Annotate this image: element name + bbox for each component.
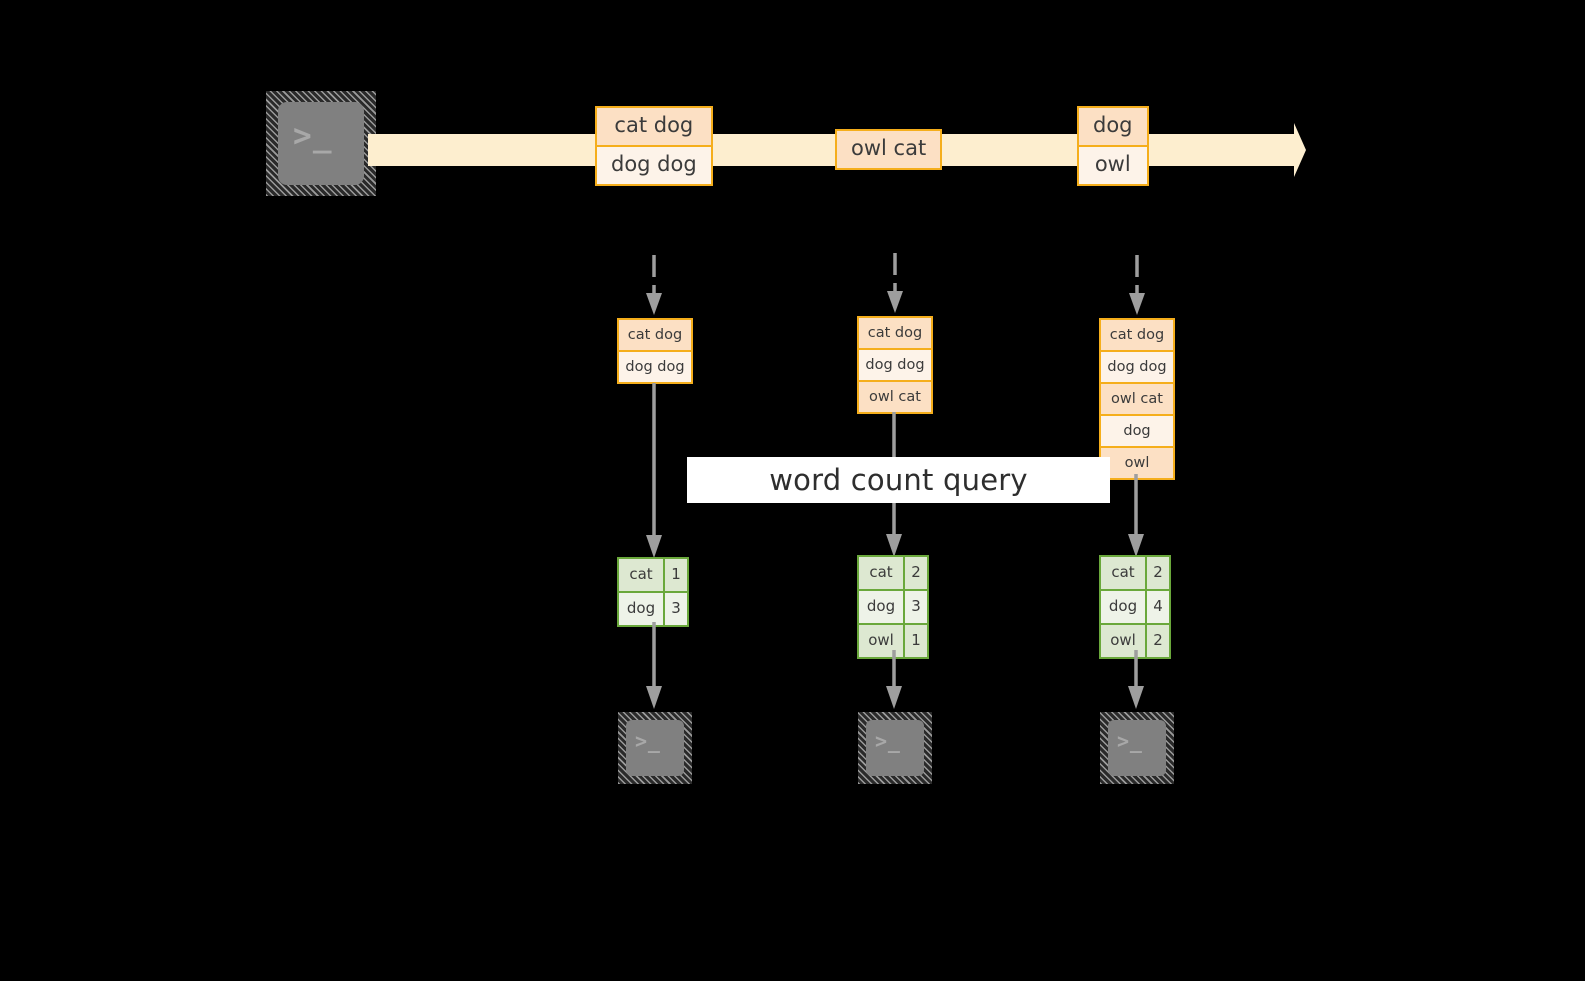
table-row: dog 4 (1100, 589, 1170, 624)
table-row: owl 2 (1100, 623, 1170, 658)
input-row: owl (1101, 446, 1173, 478)
result-count: 3 (903, 589, 928, 624)
table-row: dog 3 (858, 589, 928, 624)
batch-line: owl (1079, 145, 1147, 184)
terminal-prompt-glyph: >_ (293, 118, 333, 154)
terminal-screen (1108, 720, 1166, 776)
result-table-3: cat 2 dog 4 owl 2 (1099, 555, 1171, 659)
table-row: owl 1 (858, 623, 928, 658)
input-table-2: cat dog dog dog owl cat (857, 316, 933, 414)
dashed-connector-1 (645, 255, 663, 317)
query-label: word count query (687, 457, 1110, 503)
input-row: dog dog (1101, 350, 1173, 382)
terminal-prompt-glyph: >_ (1117, 729, 1143, 753)
query-label-text: word count query (769, 462, 1028, 497)
result-count: 3 (663, 591, 688, 626)
sink-terminal-icon-1: >_ (618, 712, 692, 784)
dashed-connector-2 (886, 253, 904, 315)
sink-terminal-icon-2: >_ (858, 712, 932, 784)
batch-line: owl cat (837, 131, 941, 168)
sink-connector-1 (646, 622, 662, 710)
batch-line: cat dog (597, 108, 711, 145)
sink-connector-2 (886, 650, 902, 710)
table-row: cat 1 (618, 558, 688, 592)
result-count: 4 (1145, 589, 1170, 624)
stream-batch-3: dog owl (1077, 106, 1149, 186)
result-word: dog (1100, 589, 1146, 624)
result-word: cat (1100, 556, 1146, 590)
result-word: dog (618, 591, 664, 626)
source-terminal-icon: >_ (266, 91, 376, 196)
input-row: owl cat (1101, 382, 1173, 414)
result-word: owl (1100, 623, 1146, 658)
result-count: 2 (903, 556, 928, 590)
stream-batch-1: cat dog dog dog (595, 106, 713, 186)
input-table-3: cat dog dog dog owl cat dog owl (1099, 318, 1175, 480)
result-word: cat (858, 556, 904, 590)
input-table-1: cat dog dog dog (617, 318, 693, 384)
table-row: cat 2 (858, 556, 928, 590)
query-connector-3 (1128, 474, 1144, 558)
result-table-2: cat 2 dog 3 owl 1 (857, 555, 929, 659)
input-row: owl cat (859, 380, 931, 412)
terminal-prompt-glyph: >_ (635, 729, 661, 753)
terminal-screen (626, 720, 684, 776)
sink-terminal-icon-3: >_ (1100, 712, 1174, 784)
sink-connector-3 (1128, 650, 1144, 710)
terminal-screen (866, 720, 924, 776)
input-row: cat dog (619, 320, 691, 350)
input-row: dog (1101, 414, 1173, 446)
result-table-1: cat 1 dog 3 (617, 557, 689, 627)
batch-line: dog (1079, 108, 1147, 145)
result-count: 1 (903, 623, 928, 658)
query-connector-1 (646, 383, 662, 559)
stream-arrow-right-icon (1270, 123, 1306, 177)
input-row: cat dog (1101, 320, 1173, 350)
dashed-connector-3 (1128, 255, 1146, 317)
terminal-screen (278, 102, 364, 185)
stream-batch-2: owl cat (835, 129, 943, 170)
result-count: 2 (1145, 556, 1170, 590)
result-word: cat (618, 558, 664, 592)
result-count: 2 (1145, 623, 1170, 658)
table-row: cat 2 (1100, 556, 1170, 590)
table-row: dog 3 (618, 591, 688, 626)
result-count: 1 (663, 558, 688, 592)
batch-line: dog dog (597, 145, 711, 184)
input-row: dog dog (619, 350, 691, 382)
input-row: cat dog (859, 318, 931, 348)
input-row: dog dog (859, 348, 931, 380)
result-word: owl (858, 623, 904, 658)
terminal-prompt-glyph: >_ (875, 729, 901, 753)
result-word: dog (858, 589, 904, 624)
